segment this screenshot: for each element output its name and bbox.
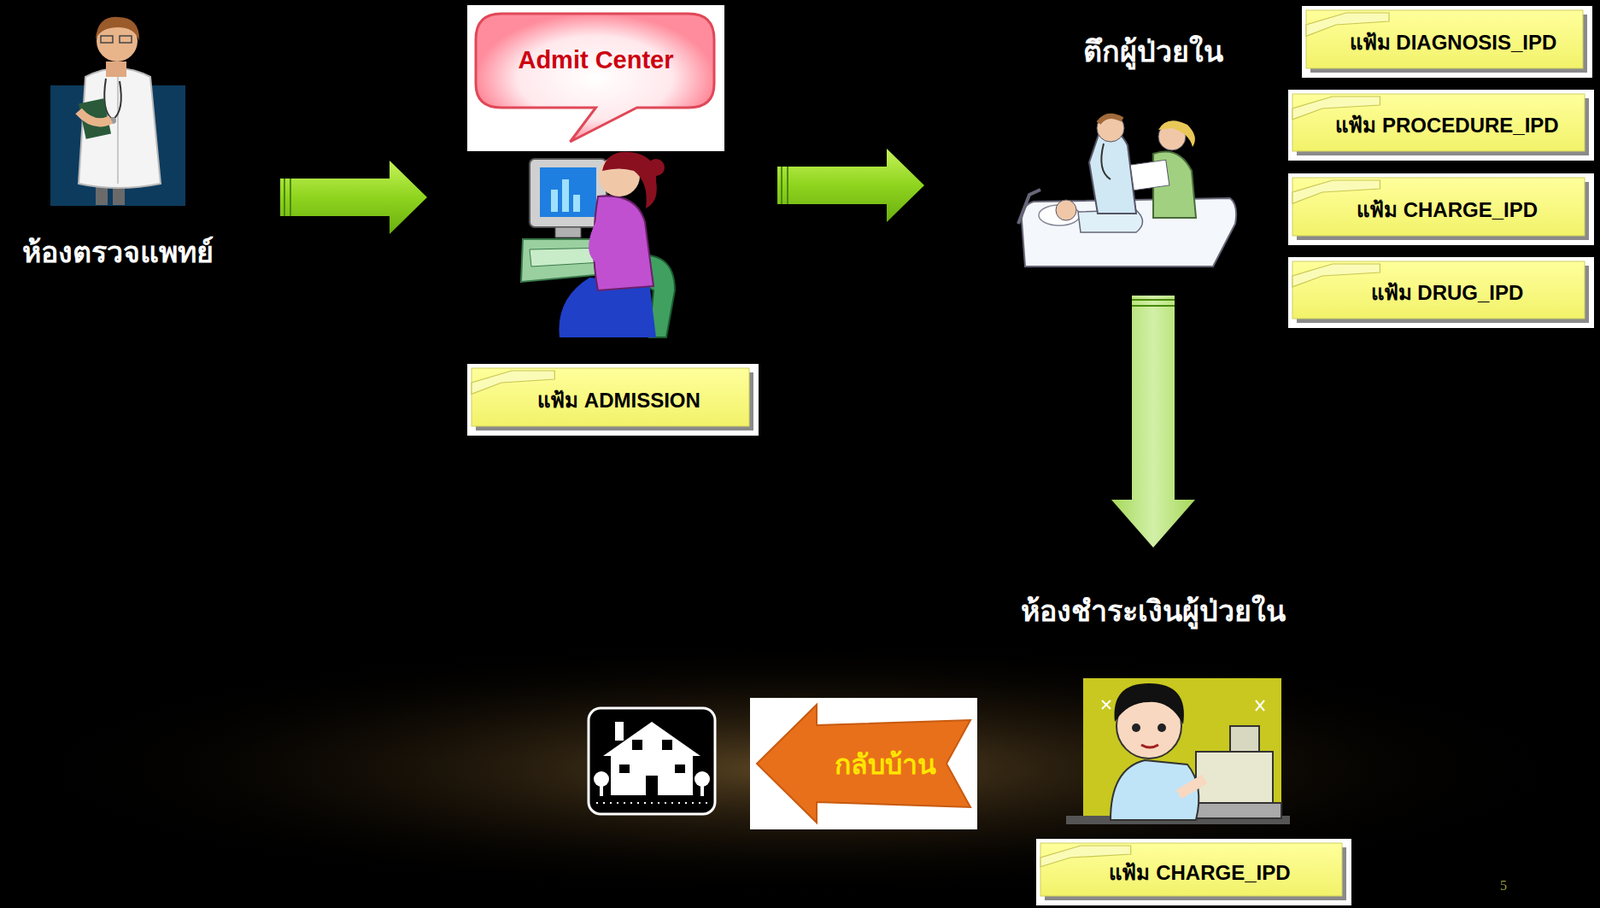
text-holder: กลับบ้าน	[811, 697, 959, 830]
file-note: แฟ้ม ADMISSION	[467, 363, 759, 436]
station-label: ห้องตรวจแพทย์	[22, 228, 214, 276]
go-home-arrow: กลับบ้าน	[750, 697, 978, 830]
node-text: กลับบ้าน	[834, 742, 937, 786]
node-text: Admit Center	[517, 46, 674, 75]
file-note: แฟ้ม CHARGE_IPD	[1288, 173, 1595, 246]
gold-horizon	[29, 640, 1568, 897]
file-name: แฟ้ม ADMISSION	[537, 383, 701, 417]
arrow-body	[280, 160, 428, 235]
file-note: แฟ้ม PROCEDURE_IPD	[1288, 89, 1595, 161]
text-holder: แฟ้ม CHARGE_IPD	[1036, 838, 1352, 906]
cashier-illustration	[1066, 678, 1290, 825]
text-holder: ตึกผู้ป่วยใน	[1016, 25, 1290, 77]
flow-arrow	[1111, 295, 1196, 548]
page-number: 5	[1500, 878, 1507, 894]
text-holder: แฟ้ม PROCEDURE_IPD	[1288, 89, 1595, 161]
station-label: ห้องชำระเงินผู้ป่วยใน	[1020, 587, 1286, 634]
doctor-illustration	[50, 17, 186, 206]
file-note: แฟ้ม DIAGNOSIS_IPD	[1301, 5, 1593, 78]
house-icon	[588, 708, 716, 815]
cashier-room: ห้องชำระเงินผู้ป่วยใน	[982, 589, 1325, 829]
arrow-tail-stripe	[1131, 298, 1175, 301]
text-holder: ห้องชำระเงินผู้ป่วยใน	[982, 589, 1325, 633]
inpatient-ward: ตึกผู้ป่วยใน	[1016, 25, 1290, 274]
file-name: แฟ้ม CHARGE_IPD	[1108, 855, 1290, 890]
file-name: แฟ้ม PROCEDURE_IPD	[1335, 108, 1559, 142]
station-label: ตึกผู้ป่วยใน	[1083, 28, 1224, 75]
text-holder: แฟ้ม DRUG_IPD	[1288, 257, 1595, 329]
doctor-room: ห้องตรวจแพทย์	[6, 17, 229, 274]
computer-worker-illustration	[521, 152, 675, 338]
arrow-body	[1111, 295, 1196, 548]
file-note: แฟ้ม CHARGE_IPD	[1036, 838, 1352, 906]
admit-center: Admit Center	[467, 5, 725, 343]
arrow-tail-stripe	[289, 178, 292, 217]
text-holder: แฟ้ม DIAGNOSIS_IPD	[1301, 5, 1593, 78]
file-note: แฟ้ม DRUG_IPD	[1288, 257, 1595, 329]
file-name: แฟ้ม DIAGNOSIS_IPD	[1349, 25, 1558, 59]
file-name: แฟ้ม CHARGE_IPD	[1356, 193, 1538, 227]
file-name: แฟ้ม DRUG_IPD	[1371, 275, 1524, 310]
arrow-body	[777, 148, 925, 223]
arrow-tail-stripe	[1131, 304, 1175, 307]
ward-illustration	[1018, 114, 1237, 267]
arrow-tail-stripe	[786, 166, 789, 205]
text-holder: แฟ้ม ADMISSION	[467, 363, 759, 436]
text-holder: Admit Center	[467, 11, 725, 108]
arrow-tail-stripe	[283, 178, 286, 217]
text-holder: แฟ้ม CHARGE_IPD	[1288, 173, 1595, 246]
flow-arrow	[777, 148, 925, 223]
flow-arrow	[280, 160, 428, 235]
text-holder: ห้องตรวจแพทย์	[6, 230, 229, 274]
arrow-tail-stripe	[780, 166, 783, 205]
